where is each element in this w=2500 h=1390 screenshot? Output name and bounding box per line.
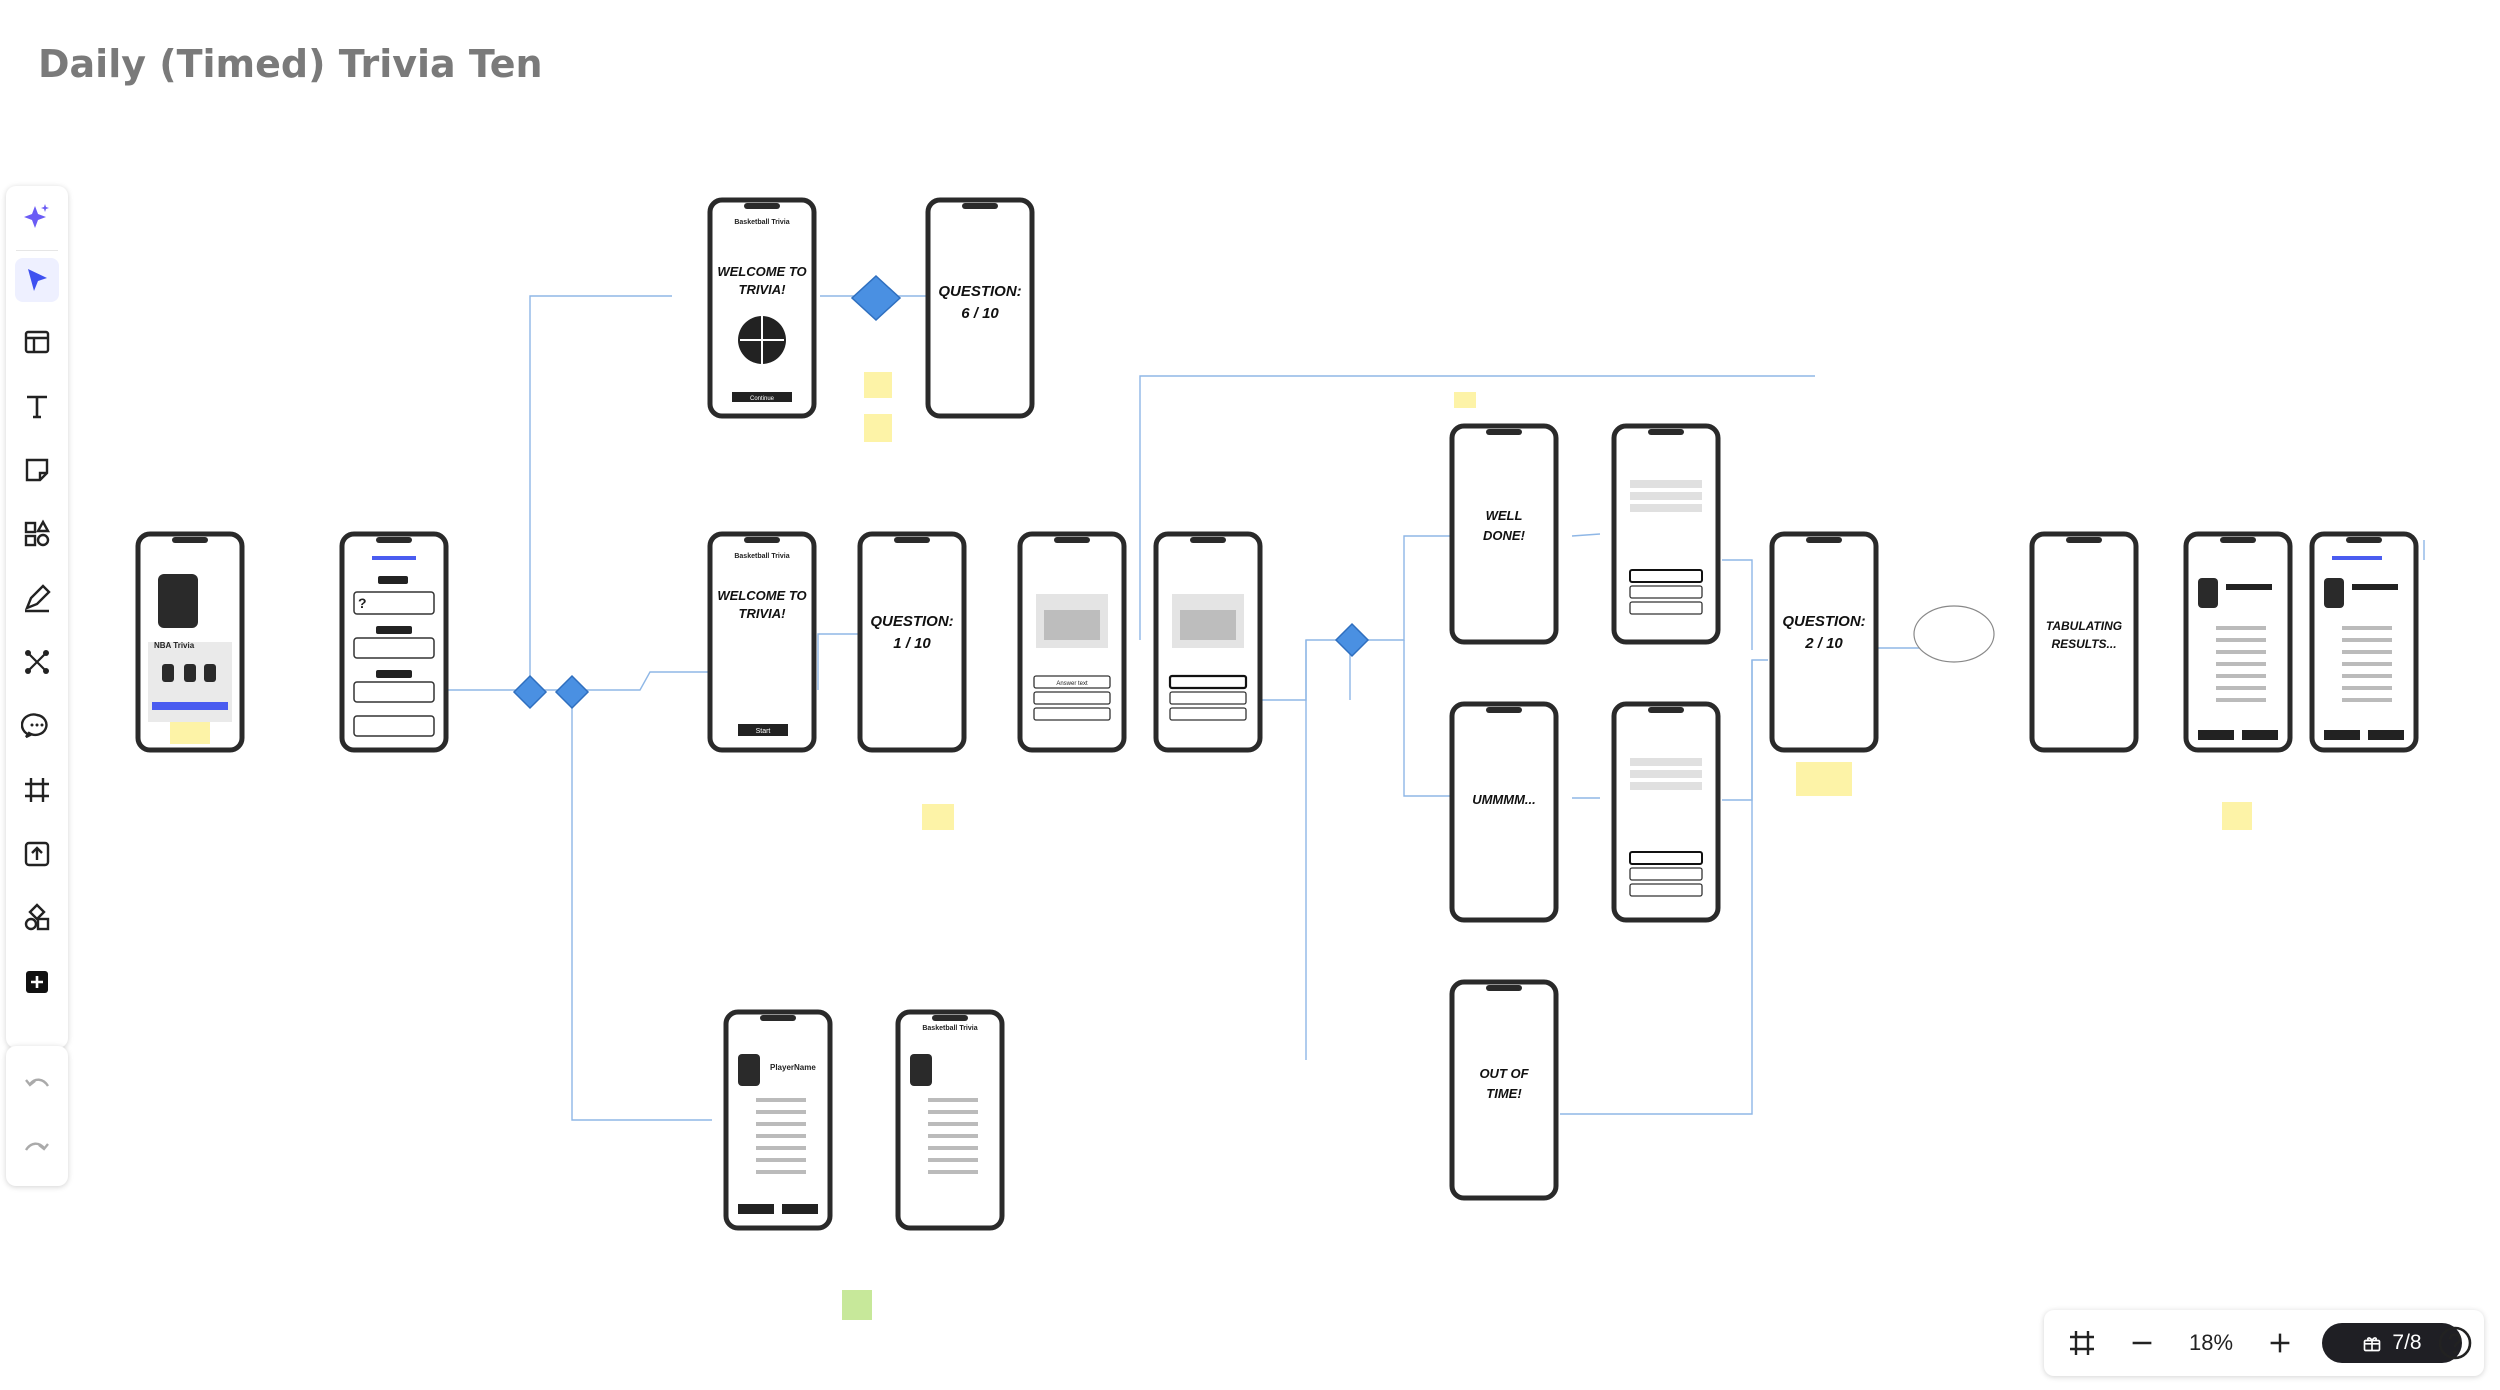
- decision-diamonds[interactable]: [512, 274, 1370, 710]
- home-title: NBA Trivia: [154, 641, 195, 650]
- continue-button[interactable]: Continue: [750, 396, 775, 402]
- svg-text:?: ?: [358, 595, 367, 611]
- svg-text:OUT OF: OUT OF: [1479, 1066, 1529, 1081]
- screen-answer-options[interactable]: Answer text: [1020, 534, 1124, 750]
- ai-sparkle-icon[interactable]: [15, 194, 59, 238]
- zoom-bar: 18% 7/8: [2044, 1310, 2484, 1376]
- screen-category-picker[interactable]: ?: [342, 534, 446, 750]
- text-icon[interactable]: [15, 384, 59, 428]
- screen-results-bottom-1[interactable]: PlayerName: [726, 1012, 830, 1228]
- svg-text:TABULATING: TABULATING: [2046, 619, 2122, 633]
- screen-review-wrong[interactable]: [1614, 704, 1718, 920]
- screen-ummm[interactable]: UMMMM...: [1452, 704, 1556, 920]
- svg-text:DONE!: DONE!: [1483, 528, 1526, 543]
- connector-icon[interactable]: [15, 640, 59, 684]
- frame-icon[interactable]: [15, 768, 59, 812]
- upload-icon[interactable]: [15, 832, 59, 876]
- questions-later-cloud: [1913, 605, 1995, 663]
- svg-text:WELCOME TO: WELCOME TO: [717, 588, 806, 603]
- page-count: 7/8: [2392, 1331, 2422, 1354]
- svg-text:QUESTION:: QUESTION:: [1782, 613, 1865, 630]
- svg-text:TIME!: TIME!: [1486, 1086, 1522, 1101]
- screen-answer-selected[interactable]: [1156, 534, 1260, 750]
- zoom-in-icon[interactable]: [2252, 1310, 2308, 1376]
- screen-out-of-time[interactable]: OUT OF TIME!: [1452, 982, 1556, 1198]
- screen-welcome-middle[interactable]: Basketball Trivia WELCOME TO TRIVIA! Sta…: [710, 534, 814, 750]
- undo-icon[interactable]: [15, 1064, 59, 1108]
- screen-tabulating[interactable]: TABULATING RESULTS...: [2032, 534, 2136, 750]
- screen-question-1[interactable]: QUESTION: 1 / 10: [860, 534, 964, 750]
- help-icon[interactable]: [2435, 1323, 2475, 1363]
- screen-review-correct[interactable]: [1614, 426, 1718, 642]
- fit-frame-icon[interactable]: [2054, 1310, 2110, 1376]
- pages-button[interactable]: 7/8: [2322, 1323, 2462, 1363]
- start-button[interactable]: Start: [756, 728, 771, 735]
- screen-question-2[interactable]: QUESTION: 2 / 10: [1772, 534, 1876, 750]
- screen-results-1[interactable]: [2186, 534, 2290, 750]
- svg-text:1 / 10: 1 / 10: [893, 635, 931, 652]
- shapes-icon[interactable]: [15, 512, 59, 556]
- board-title: Daily (Timed) Trivia Ten: [38, 42, 543, 86]
- templates-icon[interactable]: [15, 320, 59, 364]
- screen-question-6[interactable]: QUESTION: 6 / 10: [928, 200, 1032, 416]
- screen-welcome-top[interactable]: Basketball Trivia WELCOME TO TRIVIA! Con…: [710, 200, 814, 416]
- sticky-notes[interactable]: [170, 372, 2252, 1320]
- answer-option-text[interactable]: Answer text: [1056, 681, 1088, 687]
- redo-icon[interactable]: [15, 1128, 59, 1172]
- screen-well-done[interactable]: WELL DONE!: [1452, 426, 1556, 642]
- svg-text:WELL: WELL: [1486, 508, 1523, 523]
- svg-text:TRIVIA!: TRIVIA!: [739, 606, 787, 621]
- player-name: PlayerName: [770, 1063, 816, 1072]
- screen-results-2[interactable]: [2312, 534, 2416, 750]
- pen-icon[interactable]: [15, 576, 59, 620]
- screen-results-bottom-2[interactable]: Basketball Trivia: [898, 1012, 1002, 1228]
- screen-home[interactable]: NBA Trivia: [138, 534, 242, 750]
- svg-text:TRIVIA!: TRIVIA!: [739, 282, 787, 297]
- svg-text:QUESTION:: QUESTION:: [938, 283, 1021, 300]
- svg-text:UMMMM...: UMMMM...: [1472, 792, 1536, 807]
- svg-text:RESULTS...: RESULTS...: [2051, 637, 2116, 651]
- svg-text:6 / 10: 6 / 10: [961, 305, 999, 322]
- svg-text:WELCOME TO: WELCOME TO: [717, 264, 806, 279]
- sticky-note-icon[interactable]: [15, 448, 59, 492]
- zoom-level[interactable]: 18%: [2188, 1330, 2234, 1355]
- left-toolbar: [6, 186, 68, 1048]
- welcome-header: Basketball Trivia: [734, 219, 789, 226]
- svg-text:QUESTION:: QUESTION:: [870, 613, 953, 630]
- svg-text:Basketball Trivia: Basketball Trivia: [734, 553, 789, 560]
- select-icon[interactable]: [15, 258, 59, 302]
- zoom-out-icon[interactable]: [2114, 1310, 2170, 1376]
- comment-icon[interactable]: [15, 704, 59, 748]
- results-header: Basketball Trivia: [922, 1025, 977, 1032]
- history-toolbar: [6, 1046, 68, 1186]
- svg-text:2 / 10: 2 / 10: [1804, 635, 1843, 652]
- add-icon[interactable]: [15, 960, 59, 1004]
- more-apps-icon[interactable]: [15, 896, 59, 940]
- gift-icon: [2364, 1337, 2381, 1352]
